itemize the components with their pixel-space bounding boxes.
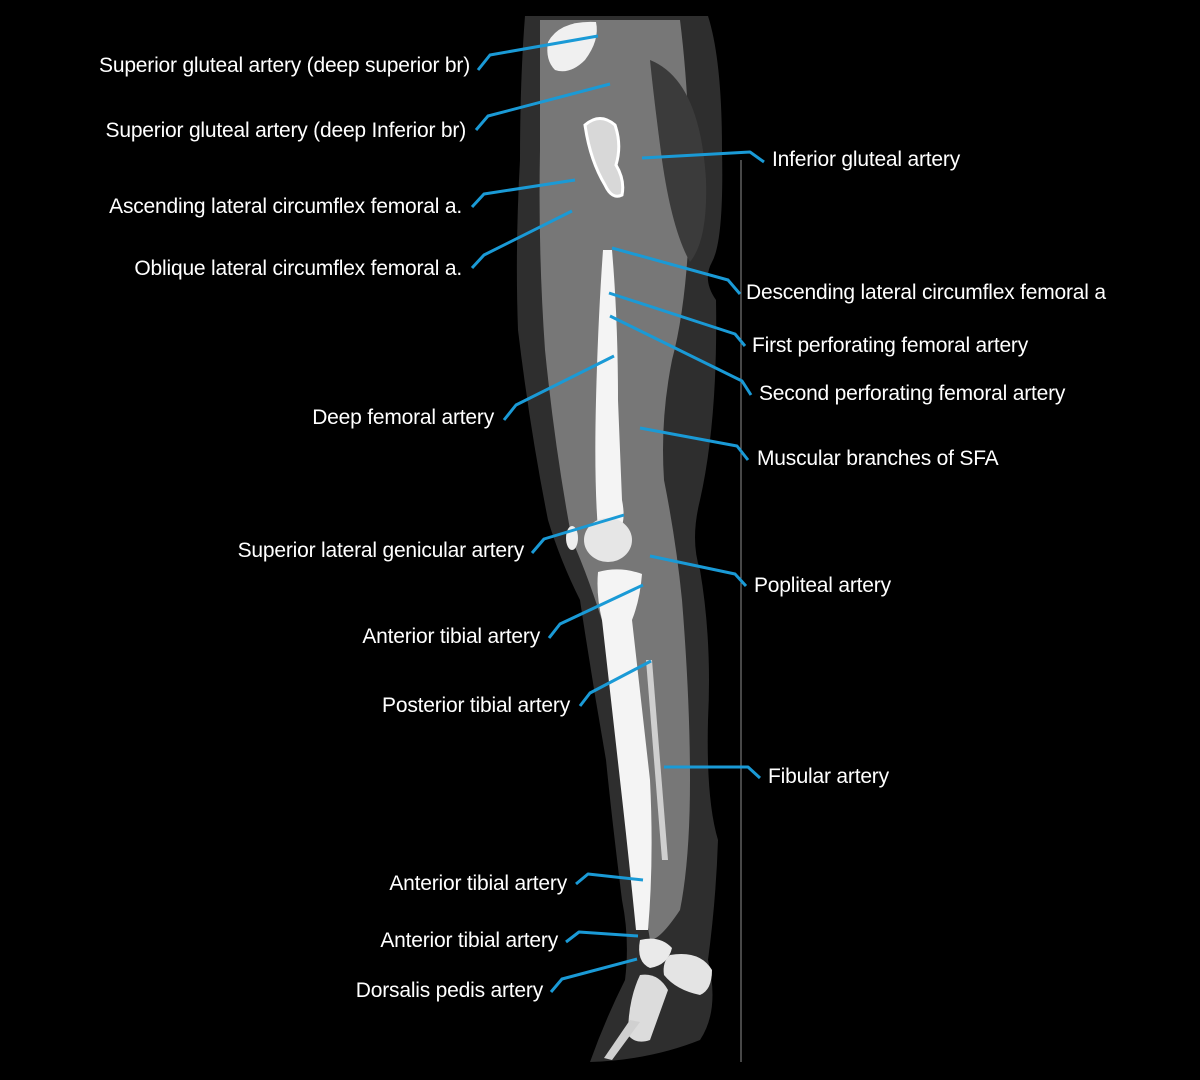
label-first-perf: First perforating femoral artery: [752, 334, 1029, 357]
leader-line-obl-lcfa: [470, 209, 573, 270]
fibula: [646, 660, 668, 860]
femur: [595, 250, 624, 530]
leader-line-asc-lcfa: [470, 178, 576, 209]
tibia: [597, 569, 652, 930]
leader-line-first-perf: [608, 291, 747, 347]
leader-line-ant-tibial-3: [565, 930, 639, 944]
label-sup-lat-genicular: Superior lateral genicular artery: [237, 539, 525, 562]
label-desc-lcfa: Descending lateral circumflex femoral a: [746, 281, 1106, 304]
posterior-fat: [650, 60, 707, 262]
label-sup-gluteal-deep-sup: Superior gluteal artery (deep superior b…: [99, 54, 470, 77]
leader-line-sup-gluteal-deep-sup: [476, 34, 599, 71]
leader-line-sup-lat-genicular: [530, 513, 625, 554]
label-dorsalis-pedis: Dorsalis pedis artery: [355, 979, 543, 1002]
leader-line-second-perf: [609, 314, 753, 396]
femoral-condyle: [584, 518, 632, 562]
pelvic-bone: [547, 21, 597, 72]
femoral-head: [583, 117, 625, 198]
calcaneus: [663, 954, 712, 995]
talus: [639, 938, 672, 968]
label-popliteal: Popliteal artery: [754, 574, 891, 597]
metatarsals: [604, 1020, 640, 1060]
label-sup-gluteal-deep-inf: Superior gluteal artery (deep Inferior b…: [105, 119, 467, 142]
label-inferior-gluteal: Inferior gluteal artery: [772, 148, 960, 171]
leader-line-fibular: [664, 765, 762, 780]
label-muscular-sfa: Muscular branches of SFA: [757, 447, 999, 470]
leader-line-post-tibial: [578, 659, 652, 707]
label-obl-lcfa: Oblique lateral circumflex femoral a.: [134, 257, 462, 280]
leader-lines: [470, 34, 765, 993]
leader-line-ant-tibial-2: [575, 872, 644, 886]
label-ant-tibial-1: Anterior tibial artery: [362, 625, 540, 648]
label-ant-tibial-2: Anterior tibial artery: [389, 872, 567, 895]
label-ant-tibial-3: Anterior tibial artery: [380, 929, 558, 952]
leader-line-muscular-sfa: [639, 426, 750, 461]
leader-line-desc-lcfa: [611, 246, 742, 295]
label-fibular: Fibular artery: [768, 765, 889, 788]
label-asc-lcfa: Ascending lateral circumflex femoral a.: [109, 195, 462, 218]
label-second-perf: Second perforating femoral artery: [759, 382, 1066, 405]
leader-line-ant-tibial-1: [547, 583, 644, 639]
midfoot-bones: [628, 974, 668, 1042]
label-post-tibial: Posterior tibial artery: [382, 694, 570, 717]
leader-line-popliteal: [649, 554, 748, 588]
leader-line-inferior-gluteal: [641, 150, 765, 164]
leader-line-dorsalis-pedis: [549, 957, 638, 993]
leader-line-sup-gluteal-deep-inf: [474, 82, 611, 131]
leader-line-deep-femoral: [502, 354, 615, 421]
label-deep-femoral: Deep femoral artery: [312, 406, 494, 429]
